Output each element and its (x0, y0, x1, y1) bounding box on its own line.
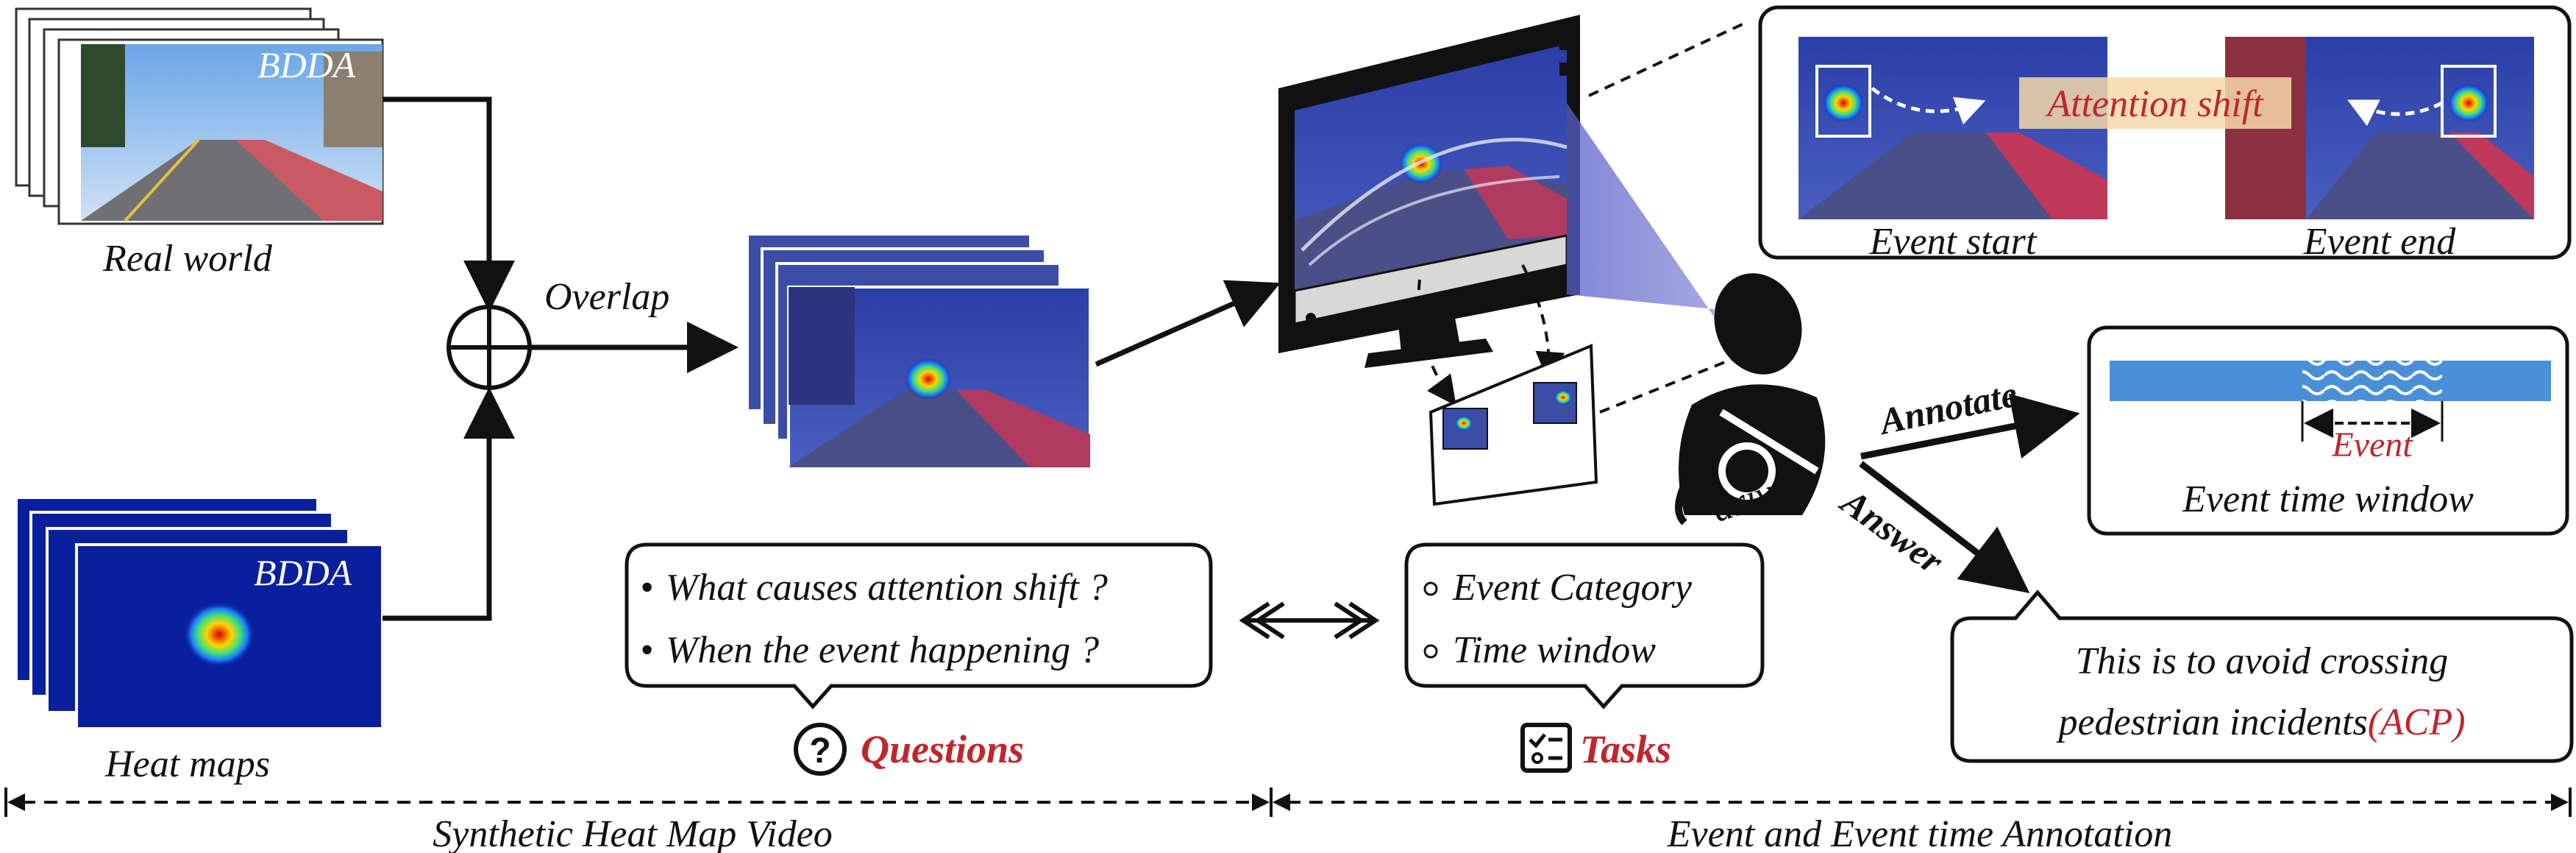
question-item-2: When the event happening ? (666, 629, 1099, 671)
heat-map-connector (383, 387, 515, 621)
tasks-bubble: Event Category Time window (1404, 542, 1765, 709)
questions-tasks-double-arrow (1239, 601, 1380, 640)
attention-shift-label: Attention shift (2045, 83, 2264, 125)
heat-maps-label: Heat maps (104, 743, 270, 785)
overlap-oplus-icon (446, 305, 532, 390)
driver-icon (1675, 273, 1826, 525)
event-label: Event (2331, 425, 2413, 464)
gaze-beam (1567, 103, 1714, 316)
overlap-label: Overlap (544, 276, 669, 318)
event-inset-panel: Attention shift Event start Event end (1758, 5, 2572, 263)
tasks-title: Tasks (1580, 727, 1671, 771)
heat-map-frame-stack: BDDA (15, 496, 384, 730)
real-world-connector (383, 96, 515, 312)
answer-line-1: This is to avoid crossing (2076, 640, 2449, 682)
answer-arrow (1859, 461, 2030, 593)
annotate-arrow (1860, 393, 2080, 460)
checklist-icon (1520, 723, 1572, 773)
annotation-section-label: Event and Event time Annotation (1667, 813, 2172, 853)
overlap-frame-stack (746, 233, 1092, 469)
dashed-arrow-right (1521, 264, 1565, 381)
event-end-label: Event end (2303, 221, 2456, 263)
task-bullet-2 (1423, 644, 1438, 659)
answer-acp-highlight: (ACP) (2368, 701, 2466, 743)
answer-line-2: pedestrian incidents(ACP) (2055, 701, 2465, 743)
to-monitor-arrow (1095, 280, 1281, 367)
event-time-window-title: Event time window (2182, 478, 2474, 520)
real-world-frame-stack: BDDA (15, 7, 384, 225)
real-world-label: Real world (102, 238, 273, 280)
questions-title: Questions (861, 727, 1024, 771)
task-bullet-1 (1423, 581, 1438, 596)
captured-frames-card (1428, 344, 1598, 506)
question-item-1: What causes attention shift ? (666, 567, 1108, 609)
inset-guide-upper (1588, 21, 1748, 97)
task-item-2: Time window (1453, 629, 1656, 671)
answer-line-2-prefix: pedestrian incidents (2055, 701, 2367, 743)
question-bullet-1: • (640, 567, 653, 609)
questions-bubble: • What causes attention shift ? • When t… (625, 542, 1213, 709)
event-start-label: Event start (1869, 221, 2038, 263)
dashed-arrow-left (1417, 279, 1456, 406)
answer-label: Answer (1832, 480, 1951, 582)
inset-guide-lower (1599, 352, 1748, 414)
svg-text:?: ? (809, 732, 830, 771)
task-item-1: Event Category (1452, 567, 1693, 609)
bottom-section-bracket (4, 787, 2572, 817)
synthetic-section-label: Synthetic Heat Map Video (433, 813, 832, 853)
bdda-tag-bottom: BDDA (254, 552, 352, 593)
question-bullet-2: • (640, 629, 653, 671)
bdda-tag-top: BDDA (257, 44, 356, 85)
question-circle-icon: ? (794, 723, 847, 776)
event-time-window-panel: Event Event time window (2087, 325, 2569, 536)
monitor (1278, 15, 1580, 368)
answer-bubble: This is to avoid crossing pedestrian inc… (1950, 590, 2574, 763)
